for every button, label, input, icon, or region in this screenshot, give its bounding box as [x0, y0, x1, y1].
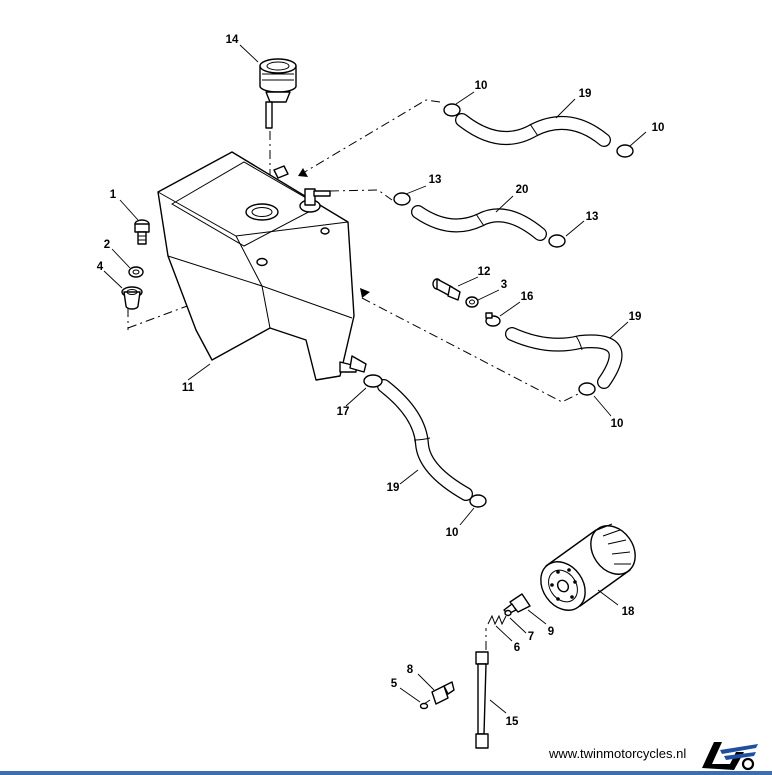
flow-arrow-icons	[298, 168, 370, 298]
drain-fitting	[431, 681, 455, 705]
callout-8: 8	[407, 664, 414, 676]
callout-1: 1	[110, 189, 117, 201]
callout-9: 9	[548, 626, 554, 638]
hose-19-lower	[377, 379, 473, 501]
hose-clamps	[363, 103, 634, 508]
footer-bar	[0, 771, 772, 775]
hose-20	[411, 205, 547, 241]
callout-numbers: 14 10 19 10 13 20 13 1 2 4 12 3 16 19 10…	[97, 34, 665, 728]
website-url: www.twinmotorcycles.nl	[549, 746, 687, 761]
grommet	[121, 286, 143, 310]
washer	[128, 266, 144, 278]
mounting-bolt	[134, 219, 150, 245]
callout-16: 16	[521, 291, 534, 303]
callout-14: 14	[226, 34, 239, 46]
o-ring	[419, 702, 429, 710]
callout-15: 15	[506, 716, 519, 728]
check-valve	[504, 609, 512, 617]
callout-7: 7	[528, 631, 534, 643]
callout-13: 13	[429, 174, 442, 186]
callout-6: 6	[514, 642, 520, 654]
leader-lines	[103, 44, 647, 714]
callout-10: 10	[652, 122, 665, 134]
callout-12: 12	[478, 266, 491, 278]
callout-19: 19	[579, 88, 592, 100]
callout-5: 5	[391, 678, 398, 690]
hose-19-right	[505, 327, 623, 389]
oil-tank	[157, 151, 367, 381]
callout-19: 19	[629, 311, 642, 323]
callout-11: 11	[182, 382, 195, 394]
callout-13: 13	[586, 211, 599, 223]
callout-10: 10	[475, 80, 488, 92]
callout-3: 3	[501, 279, 507, 291]
oil-filter	[540, 523, 636, 611]
hose-fitting	[432, 278, 461, 301]
hose-19-upper	[455, 113, 611, 147]
callout-10: 10	[446, 527, 459, 539]
callout-17: 17	[337, 406, 350, 418]
callout-4: 4	[97, 261, 104, 273]
callout-20: 20	[516, 184, 529, 196]
dipstick-cap	[259, 58, 297, 129]
callout-18: 18	[622, 606, 635, 618]
callout-10: 10	[611, 418, 624, 430]
twin-motorcycles-logo-icon	[702, 742, 758, 771]
check-spring	[487, 614, 507, 626]
callout-2: 2	[104, 239, 110, 251]
hose-clamp-16	[485, 312, 501, 327]
drain-hose	[475, 651, 489, 749]
sealing-washer	[465, 296, 479, 308]
callout-19: 19	[387, 482, 400, 494]
